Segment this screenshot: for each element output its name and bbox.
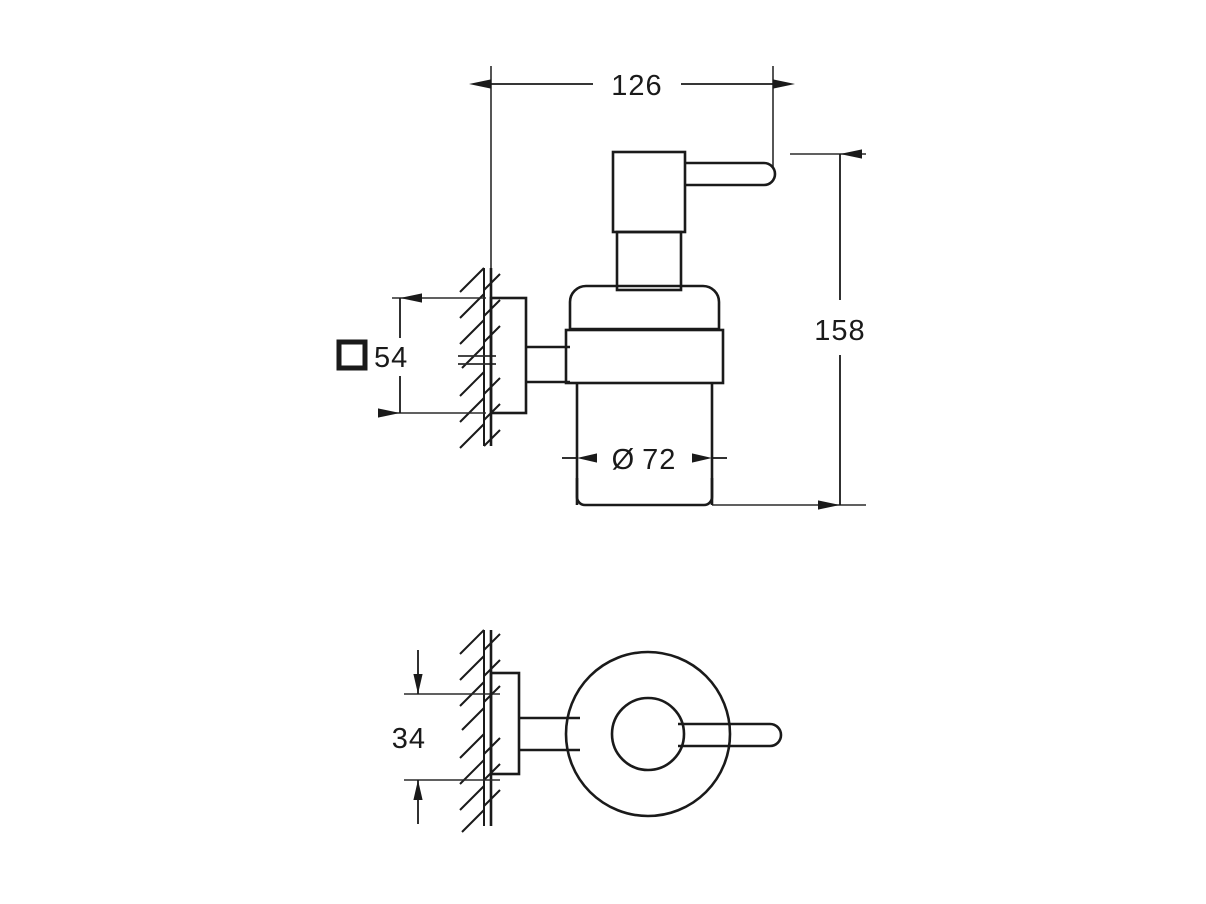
dimension-158: 158	[712, 149, 866, 510]
container-band	[564, 328, 725, 385]
plate	[489, 671, 521, 776]
glass-bottom	[575, 478, 714, 507]
pump-neck	[615, 230, 683, 292]
dimension-arrow-left	[577, 453, 597, 463]
diameter-symbol-icon: Ø	[612, 444, 636, 476]
pump-lever	[685, 161, 777, 187]
dimension-label-126: 126	[611, 70, 662, 102]
collar	[568, 284, 721, 331]
square-symbol-icon	[336, 339, 368, 371]
pump-head-body	[611, 150, 687, 234]
dimension-value-72: 72	[642, 444, 676, 476]
dimension-arrow-bottom	[413, 780, 423, 800]
wall-centre-line	[458, 355, 496, 365]
lever-arm	[685, 161, 777, 187]
dimension-label-158: 158	[814, 315, 865, 347]
dimension-34: 34	[392, 650, 500, 824]
dimension-arrow-top	[413, 674, 423, 694]
outer-circle	[564, 650, 732, 818]
top-plan-lever	[678, 722, 783, 748]
pump-head	[611, 150, 687, 292]
top-plan-body	[564, 650, 732, 818]
flange-plate	[489, 296, 528, 415]
dimension-label-34: 34	[392, 723, 426, 755]
dimension-label-54: 54	[374, 342, 408, 374]
dimension-126: 126	[469, 66, 795, 268]
wall-side-elevation	[458, 267, 501, 449]
dimension-54: 54	[336, 293, 486, 418]
wall-hatch-left	[459, 267, 485, 449]
wall-hatch-left	[459, 629, 485, 833]
top-plan-arm	[519, 716, 580, 752]
mounting-arm	[526, 345, 570, 384]
glass-container	[564, 284, 725, 507]
top-plan-mounting-plate	[489, 671, 521, 776]
wall-top-plan	[459, 629, 501, 833]
inner-circle	[610, 696, 686, 772]
mounting-flange	[489, 296, 528, 415]
lever-arm	[678, 722, 783, 748]
dimension-arrow-right	[692, 453, 712, 463]
